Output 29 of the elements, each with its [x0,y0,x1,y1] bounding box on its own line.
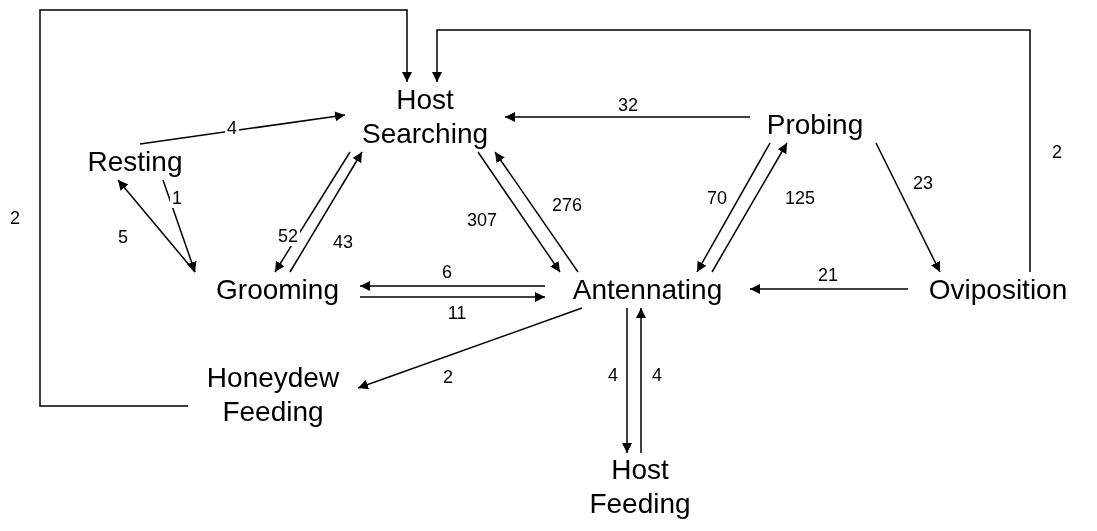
arrow [875,142,941,273]
arrow [494,151,579,273]
arrow [477,151,561,273]
arrow [39,9,412,407]
state-label: Antennating [545,272,750,308]
arrow [432,29,1031,273]
arrow [274,151,351,273]
arrow [357,307,583,390]
edge-label: 52 [276,226,300,246]
arrow [359,292,546,302]
state-label: Grooming [195,272,360,308]
state-label: Oviposition [908,272,1088,308]
arrow [139,111,346,145]
arrow [622,307,632,454]
arrow [749,284,909,294]
state-label: Host Searching [345,82,505,152]
arrow [711,142,788,273]
arrow [289,151,363,273]
arrow [696,142,771,273]
state-label: Host Feeding [580,453,700,521]
state-label: Probing [750,107,880,143]
edge-label: 1 [170,188,184,208]
state-label: Honeydew Feeding [188,361,358,429]
arrow [162,179,197,273]
arrow [504,112,751,122]
state-label: Resting [75,144,195,180]
arrow [117,179,196,273]
arrow [359,281,546,291]
arrow [636,307,646,454]
